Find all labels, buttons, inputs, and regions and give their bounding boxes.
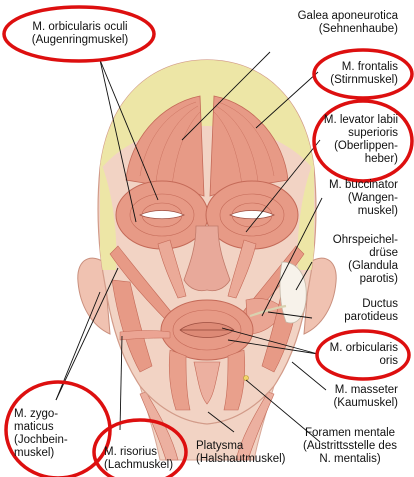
label-risorius: M. risorius (Lachmuskel) [104,446,188,472]
label-buccinator: M. buccinator (Wangen- muskel) [300,179,398,218]
label-levator-labii: M. levator labii superioris (Oberlippen-… [300,114,398,166]
label-platysma: Platysma (Halshautmuskel) [196,440,306,466]
label-orbicularis-oris: M. orbicularis oris [300,342,398,368]
label-zygomaticus: M. zygo- maticus (Jochbein- muskel) [14,408,94,460]
label-frontalis: M. frontalis (Stirnmuskel) [300,61,398,87]
label-ductus-parotideus: Ductus parotideus [300,298,398,324]
label-galea-aponeurotica: Galea aponeurotica (Sehnenhaube) [232,10,398,36]
label-foramen-mentale: Foramen mentale (Austrittsstelle des N. … [290,427,410,466]
label-parotis: Ohrspeichel- drüse (Glandula parotis) [300,234,398,286]
label-orbicularis-oculi: M. orbicularis oculi (Augenringmuskel) [18,21,142,47]
label-masseter: M. masseter (Kaumuskel) [300,384,398,410]
foramen-mentale-marker [244,376,249,381]
